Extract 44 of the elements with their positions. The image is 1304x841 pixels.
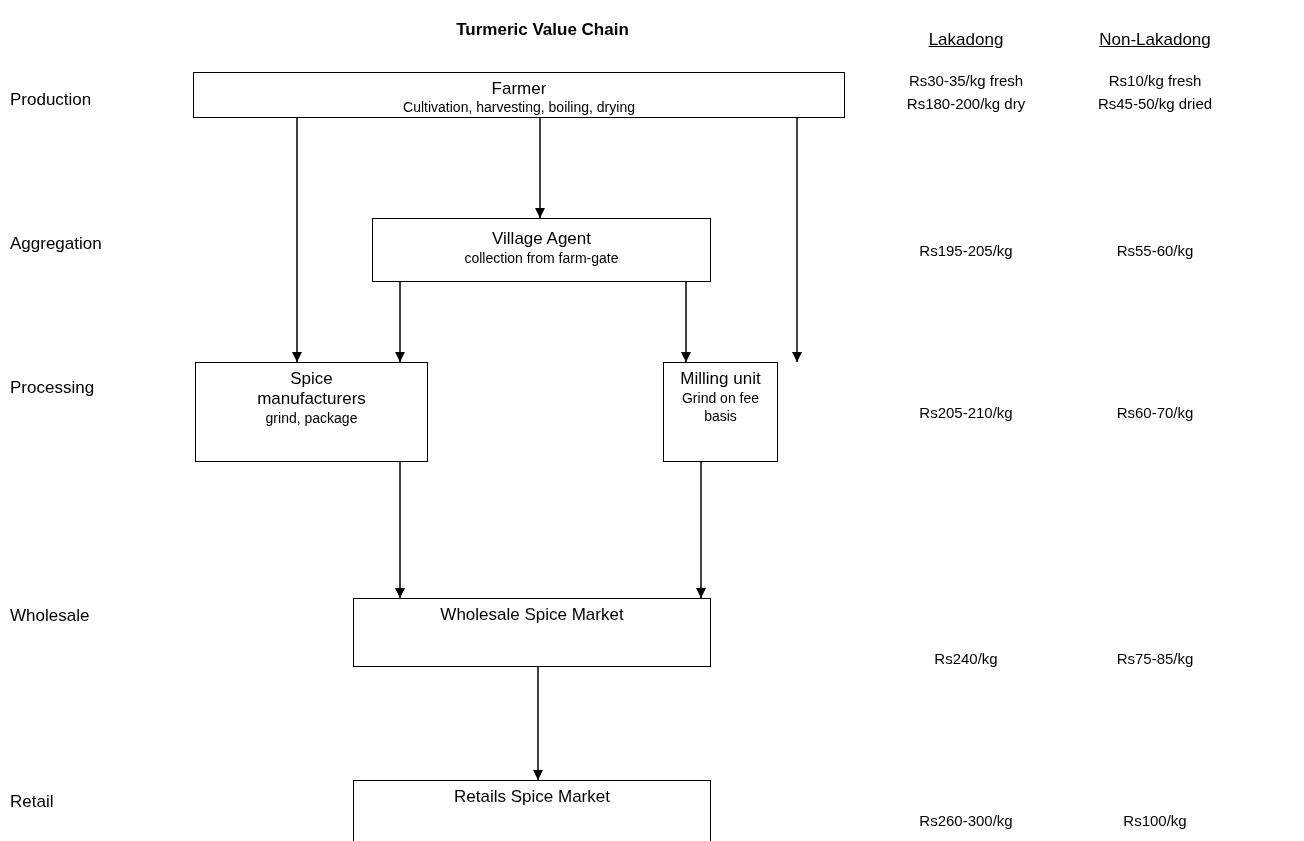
process-box <box>353 598 711 667</box>
price-label: Rs100/kg <box>1123 812 1187 829</box>
arrow <box>695 461 707 599</box>
node-title: Farmer <box>491 79 547 98</box>
price-label: Rs205-210/kg <box>919 404 1013 421</box>
node-description: Cultivation, harvesting, boiling, drying <box>403 98 635 116</box>
stage-label: Retail <box>10 792 54 812</box>
price-label: Rs75-85/kg <box>1116 650 1194 667</box>
process-box <box>195 362 428 462</box>
node-title: Village Agent <box>492 229 591 249</box>
arrow <box>394 461 406 599</box>
node-description: Grind on fee basis <box>680 389 761 425</box>
price-label: Rs55-60/kg <box>1116 242 1194 259</box>
process-box <box>353 780 711 841</box>
arrow <box>791 117 803 363</box>
price-label: Rs45-50/kg dried <box>1097 95 1213 112</box>
process-box <box>193 72 845 118</box>
node-title: Spice manufacturers <box>256 369 367 409</box>
stage-label: Wholesale <box>10 606 90 626</box>
price-label: Rs60-70/kg <box>1116 404 1194 421</box>
stage-label: Production <box>10 90 92 110</box>
arrow <box>534 117 546 219</box>
arrow <box>394 281 406 363</box>
price-label: Rs30-35/kg fresh <box>908 72 1024 89</box>
stage-label: Processing <box>10 378 95 398</box>
price-label: Rs240/kg <box>934 650 998 667</box>
node-title: Wholesale Spice Market <box>440 605 624 625</box>
column-header: Non-Lakadong <box>1099 30 1211 50</box>
node-description: collection from farm-gate <box>464 249 619 267</box>
arrow <box>680 281 692 363</box>
price-label: Rs260-300/kg <box>919 812 1013 829</box>
stage-label: Aggregation <box>10 234 102 254</box>
price-label: Rs10/kg fresh <box>1108 72 1202 89</box>
arrow <box>532 666 544 781</box>
diagram-title: Turmeric Value Chain <box>455 20 630 40</box>
price-label: Rs195-205/kg <box>919 242 1013 259</box>
process-box <box>663 362 778 462</box>
node-title: Retails Spice Market <box>454 787 610 807</box>
price-label: Rs180-200/kg dry <box>906 95 1026 112</box>
process-box <box>372 218 711 282</box>
arrow <box>291 117 303 363</box>
column-header: Lakadong <box>928 30 1004 50</box>
node-title: Milling unit <box>680 369 761 389</box>
node-description: grind, package <box>265 409 358 427</box>
